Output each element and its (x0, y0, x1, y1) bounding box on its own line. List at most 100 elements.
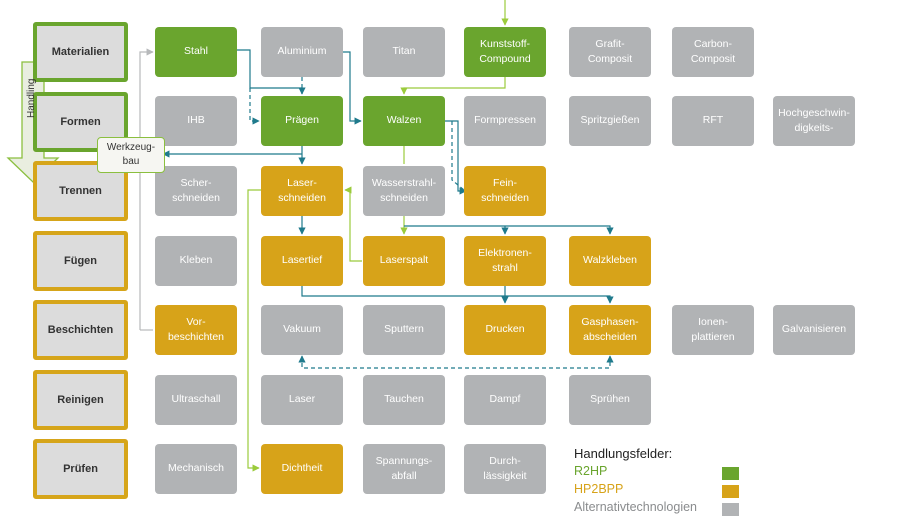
tech-label: Spannungs- abfall (375, 454, 433, 482)
tech-tile: Elektronen- strahl (464, 236, 546, 286)
tech-tile: Aluminium (261, 27, 343, 77)
tech-label: Scher- schneiden (172, 176, 220, 204)
tech-label: IHB (187, 114, 205, 127)
arrow-laser-dichtheit (247, 189, 261, 472)
legend: Handlungsfelder: R2HP HP2BPP Alternativt… (574, 446, 774, 518)
tech-tile: Carbon- Composit (672, 27, 754, 77)
tech-tile: Dichtheit (261, 444, 343, 494)
legend-label-hp2bpp: HP2BPP (574, 482, 624, 496)
tech-tile: Kunststoff- Compound (464, 27, 546, 77)
legend-label-r2hp: R2HP (574, 464, 608, 478)
tech-label: Ultraschall (171, 393, 221, 406)
tech-tile: IHB (155, 96, 237, 146)
tech-label: Kleben (179, 254, 213, 267)
tech-label: Titan (392, 45, 416, 58)
legend-swatch-hp2bpp (722, 485, 739, 498)
arrow-laserspalt-laserschneiden (344, 186, 362, 262)
tech-tile: Galvanisieren (773, 305, 855, 355)
arrow-vakuum-gasphasen (298, 355, 614, 369)
tech-label: Fein- schneiden (481, 176, 529, 204)
tech-label: Elektronen- strahl (478, 246, 532, 274)
category-fue: Fügen (33, 230, 128, 291)
tech-tile: Sputtern (363, 305, 445, 355)
arrow-stahl-praegen-side (249, 88, 260, 125)
tech-label: Laser- schneiden (278, 176, 326, 204)
category-mat: Materialien (33, 22, 128, 82)
category-tre: Trennen (33, 161, 128, 221)
legend-item-r2hp: R2HP (574, 464, 774, 482)
tech-tile: Gasphasen- abscheiden (569, 305, 651, 355)
tech-label: Mechanisch (167, 462, 225, 475)
legend-item-hp2bpp: HP2BPP (574, 482, 774, 500)
tech-label: Gasphasen- abscheiden (581, 315, 639, 343)
tech-tile: Laserspalt (363, 236, 445, 286)
arrow-kunststoff-walzen (400, 77, 506, 95)
tech-label: Galvanisieren (781, 323, 847, 336)
tech-label: Spritzgießen (580, 114, 640, 127)
category-bes: Beschichten (33, 300, 128, 360)
arrow-lasertief-gasphasen (301, 286, 614, 304)
tech-label: Dampf (489, 393, 521, 406)
tech-tile: Laser- schneiden (261, 166, 343, 216)
legend-item-alternative: Alternativtechnologien (574, 500, 774, 518)
tech-tile: Ionen- plattieren (672, 305, 754, 355)
tech-tile: Lasertief (261, 236, 343, 286)
tech-tile: Formpressen (464, 96, 546, 146)
tech-label: Sputtern (384, 323, 424, 336)
tech-label: RFT (702, 114, 724, 127)
handling-label: Handling (26, 78, 37, 118)
legend-swatch-r2hp (722, 467, 739, 480)
tech-tile: Hochgeschwin- digkeits- (773, 96, 855, 146)
tech-label: Vakuum (283, 323, 321, 336)
tech-label: Carbon- Composit (690, 37, 736, 65)
tech-label: Durch- lässigkeit (483, 454, 527, 482)
tech-label: Dichtheit (281, 462, 323, 475)
tech-label: Formpressen (474, 114, 536, 127)
tech-tile: Sprühen (569, 375, 651, 425)
tech-tile: Wasserstrahl- schneiden (363, 166, 445, 216)
werkzeugbau-box: Werkzeug- bau (97, 137, 165, 173)
legend-swatch-alternative (722, 503, 739, 516)
tech-label: Hochgeschwin- digkeits- (778, 106, 850, 134)
tech-tile: Stahl (155, 27, 237, 77)
tech-tile: Prägen (261, 96, 343, 146)
tech-tile: Spannungs- abfall (363, 444, 445, 494)
category-pru: Prüfen (33, 439, 128, 499)
tech-tile: Mechanisch (155, 444, 237, 494)
tech-label: Kunststoff- Compound (479, 37, 531, 65)
tech-label: Lasertief (281, 254, 323, 267)
tech-label: Sprühen (590, 393, 630, 406)
arrow-walzen-fein-dashed (451, 121, 465, 191)
tech-label: Vor- beschichten (167, 315, 225, 343)
legend-title: Handlungsfelder: (574, 446, 673, 461)
arrow-alu-walzen (343, 51, 362, 125)
tech-tile: Walzen (363, 96, 445, 146)
tech-tile: Laser (261, 375, 343, 425)
tech-label: Stahl (184, 45, 208, 58)
tech-tile: Fein- schneiden (464, 166, 546, 216)
tech-tile: Spritzgießen (569, 96, 651, 146)
tech-tile: Durch- lässigkeit (464, 444, 546, 494)
tech-label: Laserspalt (379, 254, 429, 267)
tech-label: Walzen (386, 114, 422, 127)
tech-label: Tauchen (384, 393, 424, 406)
tech-label: Grafit- Composit (587, 37, 633, 65)
tech-tile: Drucken (464, 305, 546, 355)
gray-feed-arrow (139, 48, 154, 330)
tech-label: Ionen- plattieren (691, 315, 735, 343)
tech-label: Wasserstrahl- schneiden (371, 176, 437, 204)
tech-tile: Tauchen (363, 375, 445, 425)
tech-tile: Vakuum (261, 305, 343, 355)
arrow-walzen-fein (445, 120, 467, 195)
tech-tile: Ultraschall (155, 375, 237, 425)
tech-tile: Kleben (155, 236, 237, 286)
tech-label: Drucken (485, 323, 525, 336)
category-rei: Reinigen (33, 369, 128, 430)
tech-label: Laser (288, 393, 316, 406)
tech-tile: Vor- beschichten (155, 305, 237, 355)
tech-tile: Titan (363, 27, 445, 77)
tech-label: Walzkleben (583, 254, 637, 267)
tech-label: Prägen (285, 114, 319, 127)
tech-tile: Dampf (464, 375, 546, 425)
